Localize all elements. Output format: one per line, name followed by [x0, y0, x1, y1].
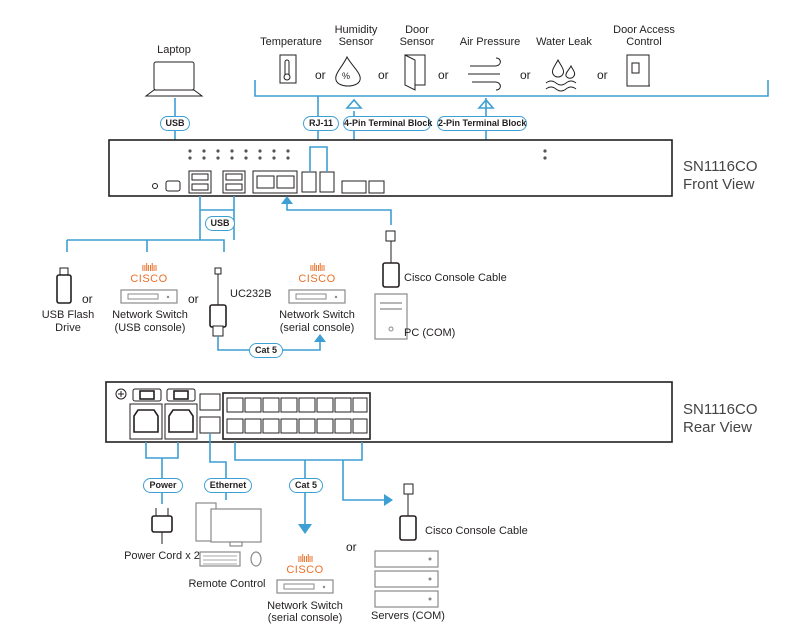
- pill-ethernet: Ethernet: [204, 478, 252, 493]
- label-console-cable-rear: Cisco Console Cable: [425, 525, 528, 537]
- front-unit: [108, 139, 673, 197]
- door-icon: [404, 54, 426, 91]
- label-switch-usb-2: (USB console): [114, 322, 186, 334]
- label-usb-flash-2: Drive: [55, 322, 81, 334]
- label-switch-rear-1: Network Switch: [267, 600, 343, 612]
- or-3: or: [438, 68, 449, 82]
- rear-view: Rear View: [683, 419, 752, 436]
- pill-4pin: 4-Pin Terminal Block: [343, 116, 432, 131]
- front-model: SN1116CO: [683, 158, 758, 175]
- label-door-2: Sensor: [399, 36, 435, 48]
- network-switch-serial-icon: [288, 289, 346, 304]
- label-power-cord: Power Cord x 2: [124, 550, 200, 562]
- pc-tower-icon: [374, 293, 408, 340]
- or-4: or: [520, 68, 531, 82]
- humidity-icon: %: [335, 55, 361, 87]
- pill-2pin: 2-Pin Terminal Block: [437, 116, 527, 131]
- door-access-icon: [626, 54, 650, 87]
- label-console-cable-front: Cisco Console Cable: [404, 272, 507, 284]
- air-pressure-icon: [468, 57, 501, 91]
- thermometer-icon: [279, 54, 297, 84]
- network-switch-rear-icon: [276, 579, 334, 594]
- laptop-icon: [144, 61, 204, 97]
- network-switch-usb-icon: [120, 289, 178, 304]
- label-switch-serial-1: Network Switch: [279, 309, 355, 321]
- pill-rj11: RJ-11: [303, 116, 339, 131]
- label-door-1: Door: [405, 24, 429, 36]
- pill-power: Power: [143, 478, 183, 493]
- label-humidity-1: Humidity: [334, 24, 378, 36]
- pill-cat5-front: Cat 5: [249, 343, 283, 358]
- label-servers-com: Servers (COM): [371, 610, 445, 622]
- rear-unit: [105, 381, 673, 443]
- front-view: Front View: [683, 176, 755, 193]
- servers-icon: [374, 550, 439, 608]
- rear-model: SN1116CO: [683, 401, 758, 418]
- label-water-leak: Water Leak: [536, 36, 592, 48]
- or-1: or: [315, 68, 326, 82]
- or-8: or: [346, 540, 357, 554]
- or-2: or: [378, 68, 389, 82]
- console-cable-icon: [382, 230, 400, 288]
- pill-usb-bottom: USB: [205, 216, 235, 231]
- label-pc-com: PC (COM): [404, 327, 456, 339]
- remote-pc-icon: [195, 502, 262, 567]
- label-usb-flash-1: USB Flash: [41, 309, 95, 321]
- or-5: or: [597, 68, 608, 82]
- or-7: or: [188, 292, 199, 306]
- label-uc232b: UC232B: [230, 288, 272, 300]
- usb-flash-drive-icon: [56, 267, 72, 304]
- label-door-access-1: Door Access: [613, 24, 675, 36]
- console-cable-rear-icon: [399, 483, 417, 541]
- label-door-access-2: Control: [626, 36, 662, 48]
- pill-cat5-rear: Cat 5: [289, 478, 323, 493]
- label-temperature: Temperature: [260, 36, 322, 48]
- label-switch-rear-2: (serial console): [267, 612, 343, 624]
- water-leak-icon: [545, 58, 577, 92]
- or-6: or: [82, 292, 93, 306]
- power-plug-icon: [151, 508, 173, 544]
- label-switch-serial-2: (serial console): [279, 322, 355, 334]
- svg-text:%: %: [342, 71, 350, 81]
- label-humidity-2: Sensor: [338, 36, 374, 48]
- label-air-pressure: Air Pressure: [459, 36, 521, 48]
- pill-usb-top: USB: [160, 116, 190, 131]
- label-switch-usb-1: Network Switch: [112, 309, 188, 321]
- uc232b-adapter-icon: [209, 267, 227, 337]
- label-remote-control: Remote Control: [188, 578, 266, 590]
- label-laptop: Laptop: [157, 44, 191, 56]
- status-led-grid: [188, 149, 547, 160]
